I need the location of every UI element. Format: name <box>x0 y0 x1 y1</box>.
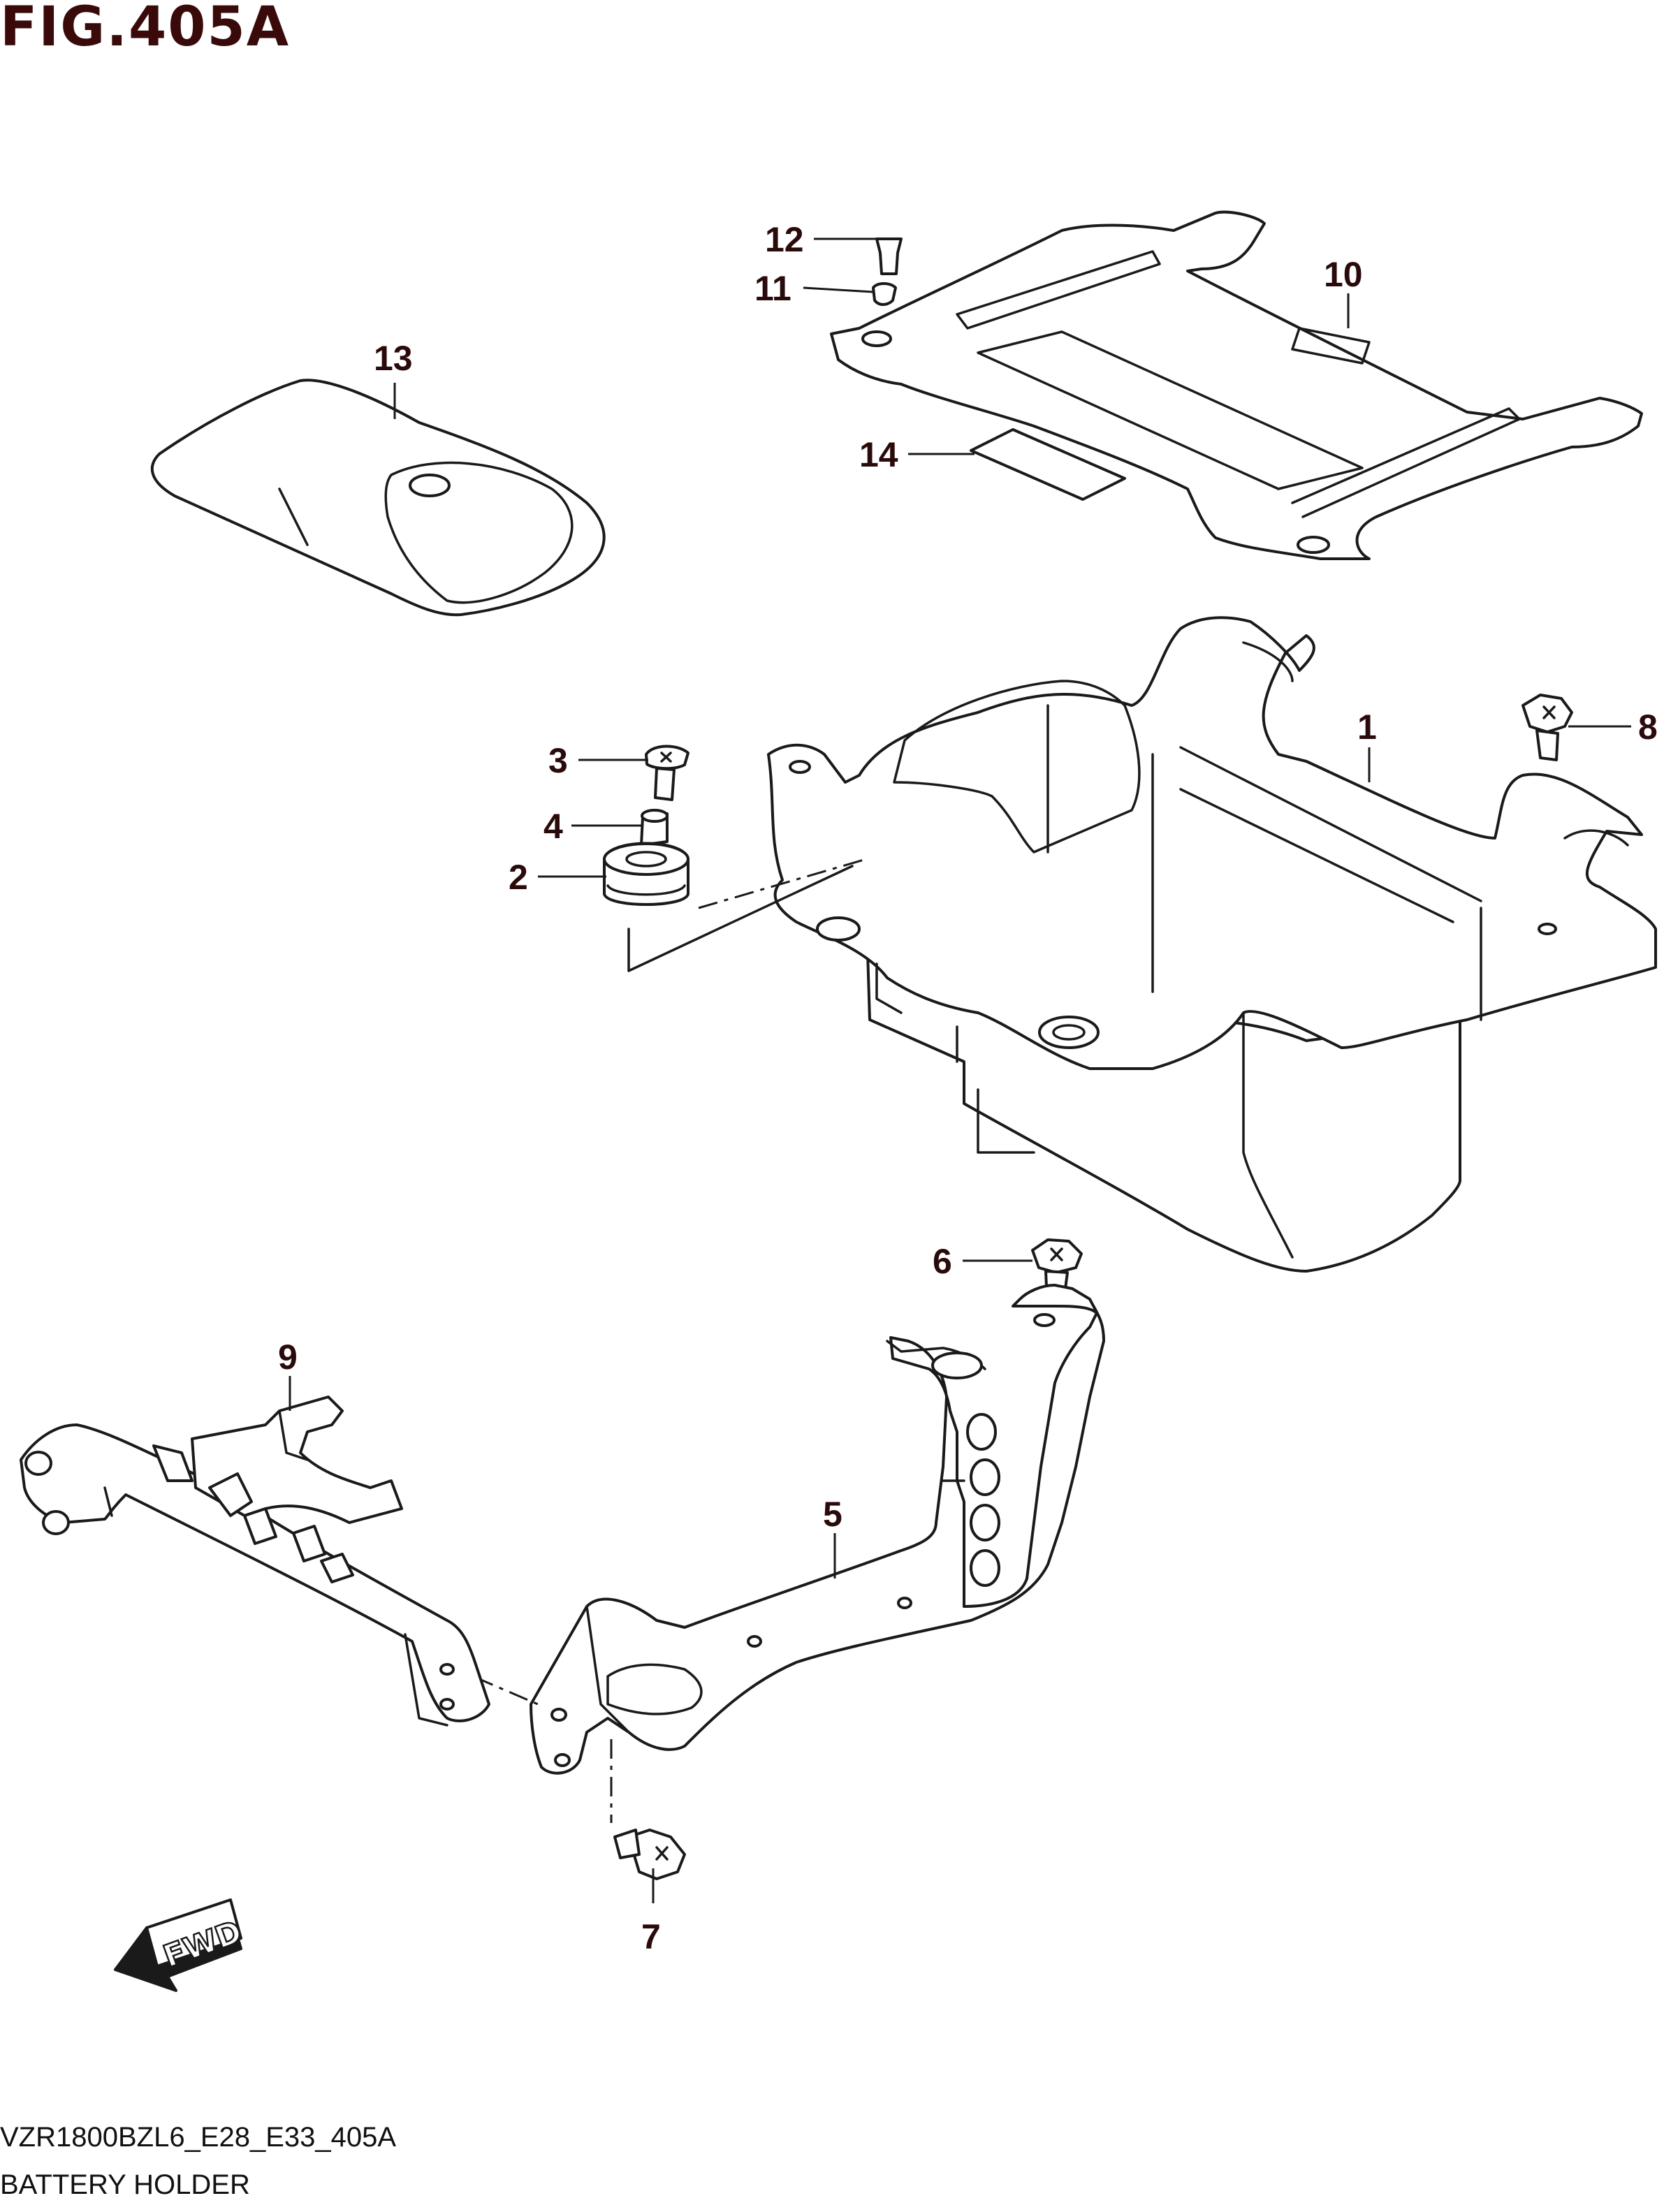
callout-13: 13 <box>374 339 413 378</box>
part-4-collar[interactable] <box>640 809 669 847</box>
section-name: BATTERY HOLDER <box>0 2169 250 2200</box>
callout-12: 12 <box>765 220 804 259</box>
part-3-screw[interactable] <box>645 745 689 801</box>
callout-11: 11 <box>754 269 791 308</box>
callout-7: 7 <box>641 1917 661 1956</box>
callout-4: 4 <box>543 807 563 846</box>
part-9-holder[interactable] <box>20 1396 490 1727</box>
callout-6: 6 <box>933 1242 952 1281</box>
part-11-clip[interactable] <box>872 282 897 306</box>
callout-14: 14 <box>859 435 898 474</box>
part-10-plate[interactable] <box>830 210 1643 560</box>
callout-2: 2 <box>509 858 528 897</box>
part-13-cover[interactable] <box>150 379 606 617</box>
part-14-label[interactable] <box>970 428 1126 501</box>
part-1-battery-holder[interactable] <box>767 616 1657 1273</box>
callout-1: 1 <box>1357 708 1377 747</box>
fwd-arrow-icon: FWD <box>114 1898 247 1992</box>
part-8-bolt[interactable] <box>1521 694 1573 761</box>
callout-8: 8 <box>1638 708 1658 747</box>
callout-9: 9 <box>278 1338 298 1377</box>
leader-lines <box>289 237 1631 1903</box>
part-5-bracket[interactable] <box>530 1284 1105 1775</box>
callout-5: 5 <box>823 1495 842 1534</box>
part-6-bolt[interactable] <box>1031 1238 1083 1290</box>
part-12-pin[interactable] <box>875 237 903 275</box>
part-2-grommet[interactable] <box>603 842 689 906</box>
guide-grommet-bracket <box>627 865 854 972</box>
model-code: VZR1800BZL6_E28_E33_405A <box>0 2122 397 2153</box>
figure-title: FIG.405A <box>0 0 291 59</box>
part-7-bolt[interactable] <box>613 1829 686 1880</box>
callout-3: 3 <box>548 741 568 780</box>
callout-10: 10 <box>1324 255 1363 294</box>
guide-grommet <box>698 858 867 909</box>
